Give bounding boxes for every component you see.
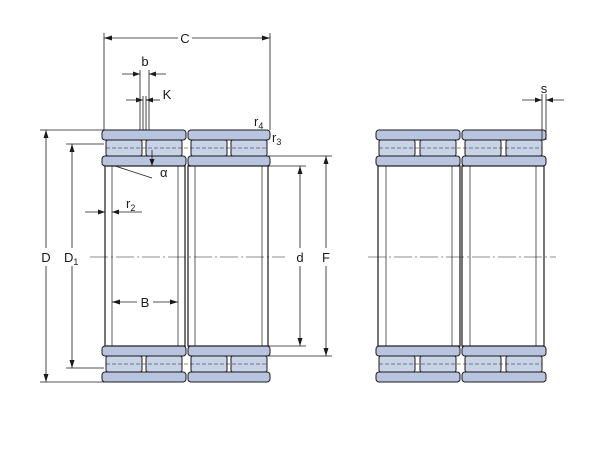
r-inner-ring-right-body xyxy=(461,165,545,347)
label-r3: r3 xyxy=(272,130,281,147)
label-s: s xyxy=(541,81,548,96)
label-K: K xyxy=(163,87,172,102)
r-roller-bottom-2 xyxy=(419,355,457,373)
r-inner-ring-left-body xyxy=(377,165,461,347)
inner-ring-right-body xyxy=(187,165,269,347)
left-view xyxy=(90,129,285,383)
roller-top-4 xyxy=(230,139,268,157)
dim-D: D xyxy=(38,129,104,383)
dim-b: b xyxy=(122,54,166,130)
label-b: b xyxy=(141,54,148,69)
label-D1: D1 xyxy=(64,250,78,267)
outer-ring-bottom-left xyxy=(101,371,187,383)
inner-ring-bottom-left xyxy=(101,345,187,357)
right-view xyxy=(368,129,556,383)
outer-ring-top-left xyxy=(101,129,187,141)
dim-K: K xyxy=(126,87,172,130)
r-outer-ring-top-right xyxy=(461,129,547,141)
dim-r2: r2 xyxy=(85,196,142,215)
label-d: d xyxy=(296,250,303,265)
label-r2: r2 xyxy=(126,196,135,213)
r-inner-ring-bottom-right xyxy=(461,345,547,357)
dim-s: s xyxy=(522,81,564,140)
roller-bottom-4 xyxy=(230,355,268,373)
r-outer-ring-top-left xyxy=(375,129,461,141)
dim-F: F xyxy=(268,155,334,357)
label-D: D xyxy=(41,250,50,265)
dim-C: C xyxy=(103,30,271,130)
inner-ring-left-body xyxy=(104,165,186,347)
label-C: C xyxy=(180,31,189,46)
top-roller-row xyxy=(101,129,271,167)
dim-d: d xyxy=(268,165,308,347)
label-F: F xyxy=(322,250,330,265)
dim-alpha: α xyxy=(114,150,168,180)
r-inner-ring-top-right xyxy=(461,155,547,167)
r-inner-ring-bottom-left xyxy=(375,345,461,357)
inner-ring-top-right xyxy=(187,155,271,167)
label-B: B xyxy=(141,295,150,310)
inner-ring-bottom-right xyxy=(187,345,271,357)
label-alpha: α xyxy=(160,165,168,180)
r-roller-top-2 xyxy=(419,139,457,157)
inner-ring-top-left xyxy=(101,155,187,167)
r-outer-ring-bottom-right xyxy=(461,371,547,383)
label-r4: r4 xyxy=(254,114,263,131)
dim-D1: D1 xyxy=(62,143,104,369)
r-inner-ring-top-left xyxy=(375,155,461,167)
dim-B: B xyxy=(112,294,178,310)
r-outer-ring-bottom-left xyxy=(375,371,461,383)
outer-ring-top-right xyxy=(187,129,271,141)
bottom-roller-row xyxy=(101,345,271,383)
outer-ring-bottom-right xyxy=(187,371,271,383)
